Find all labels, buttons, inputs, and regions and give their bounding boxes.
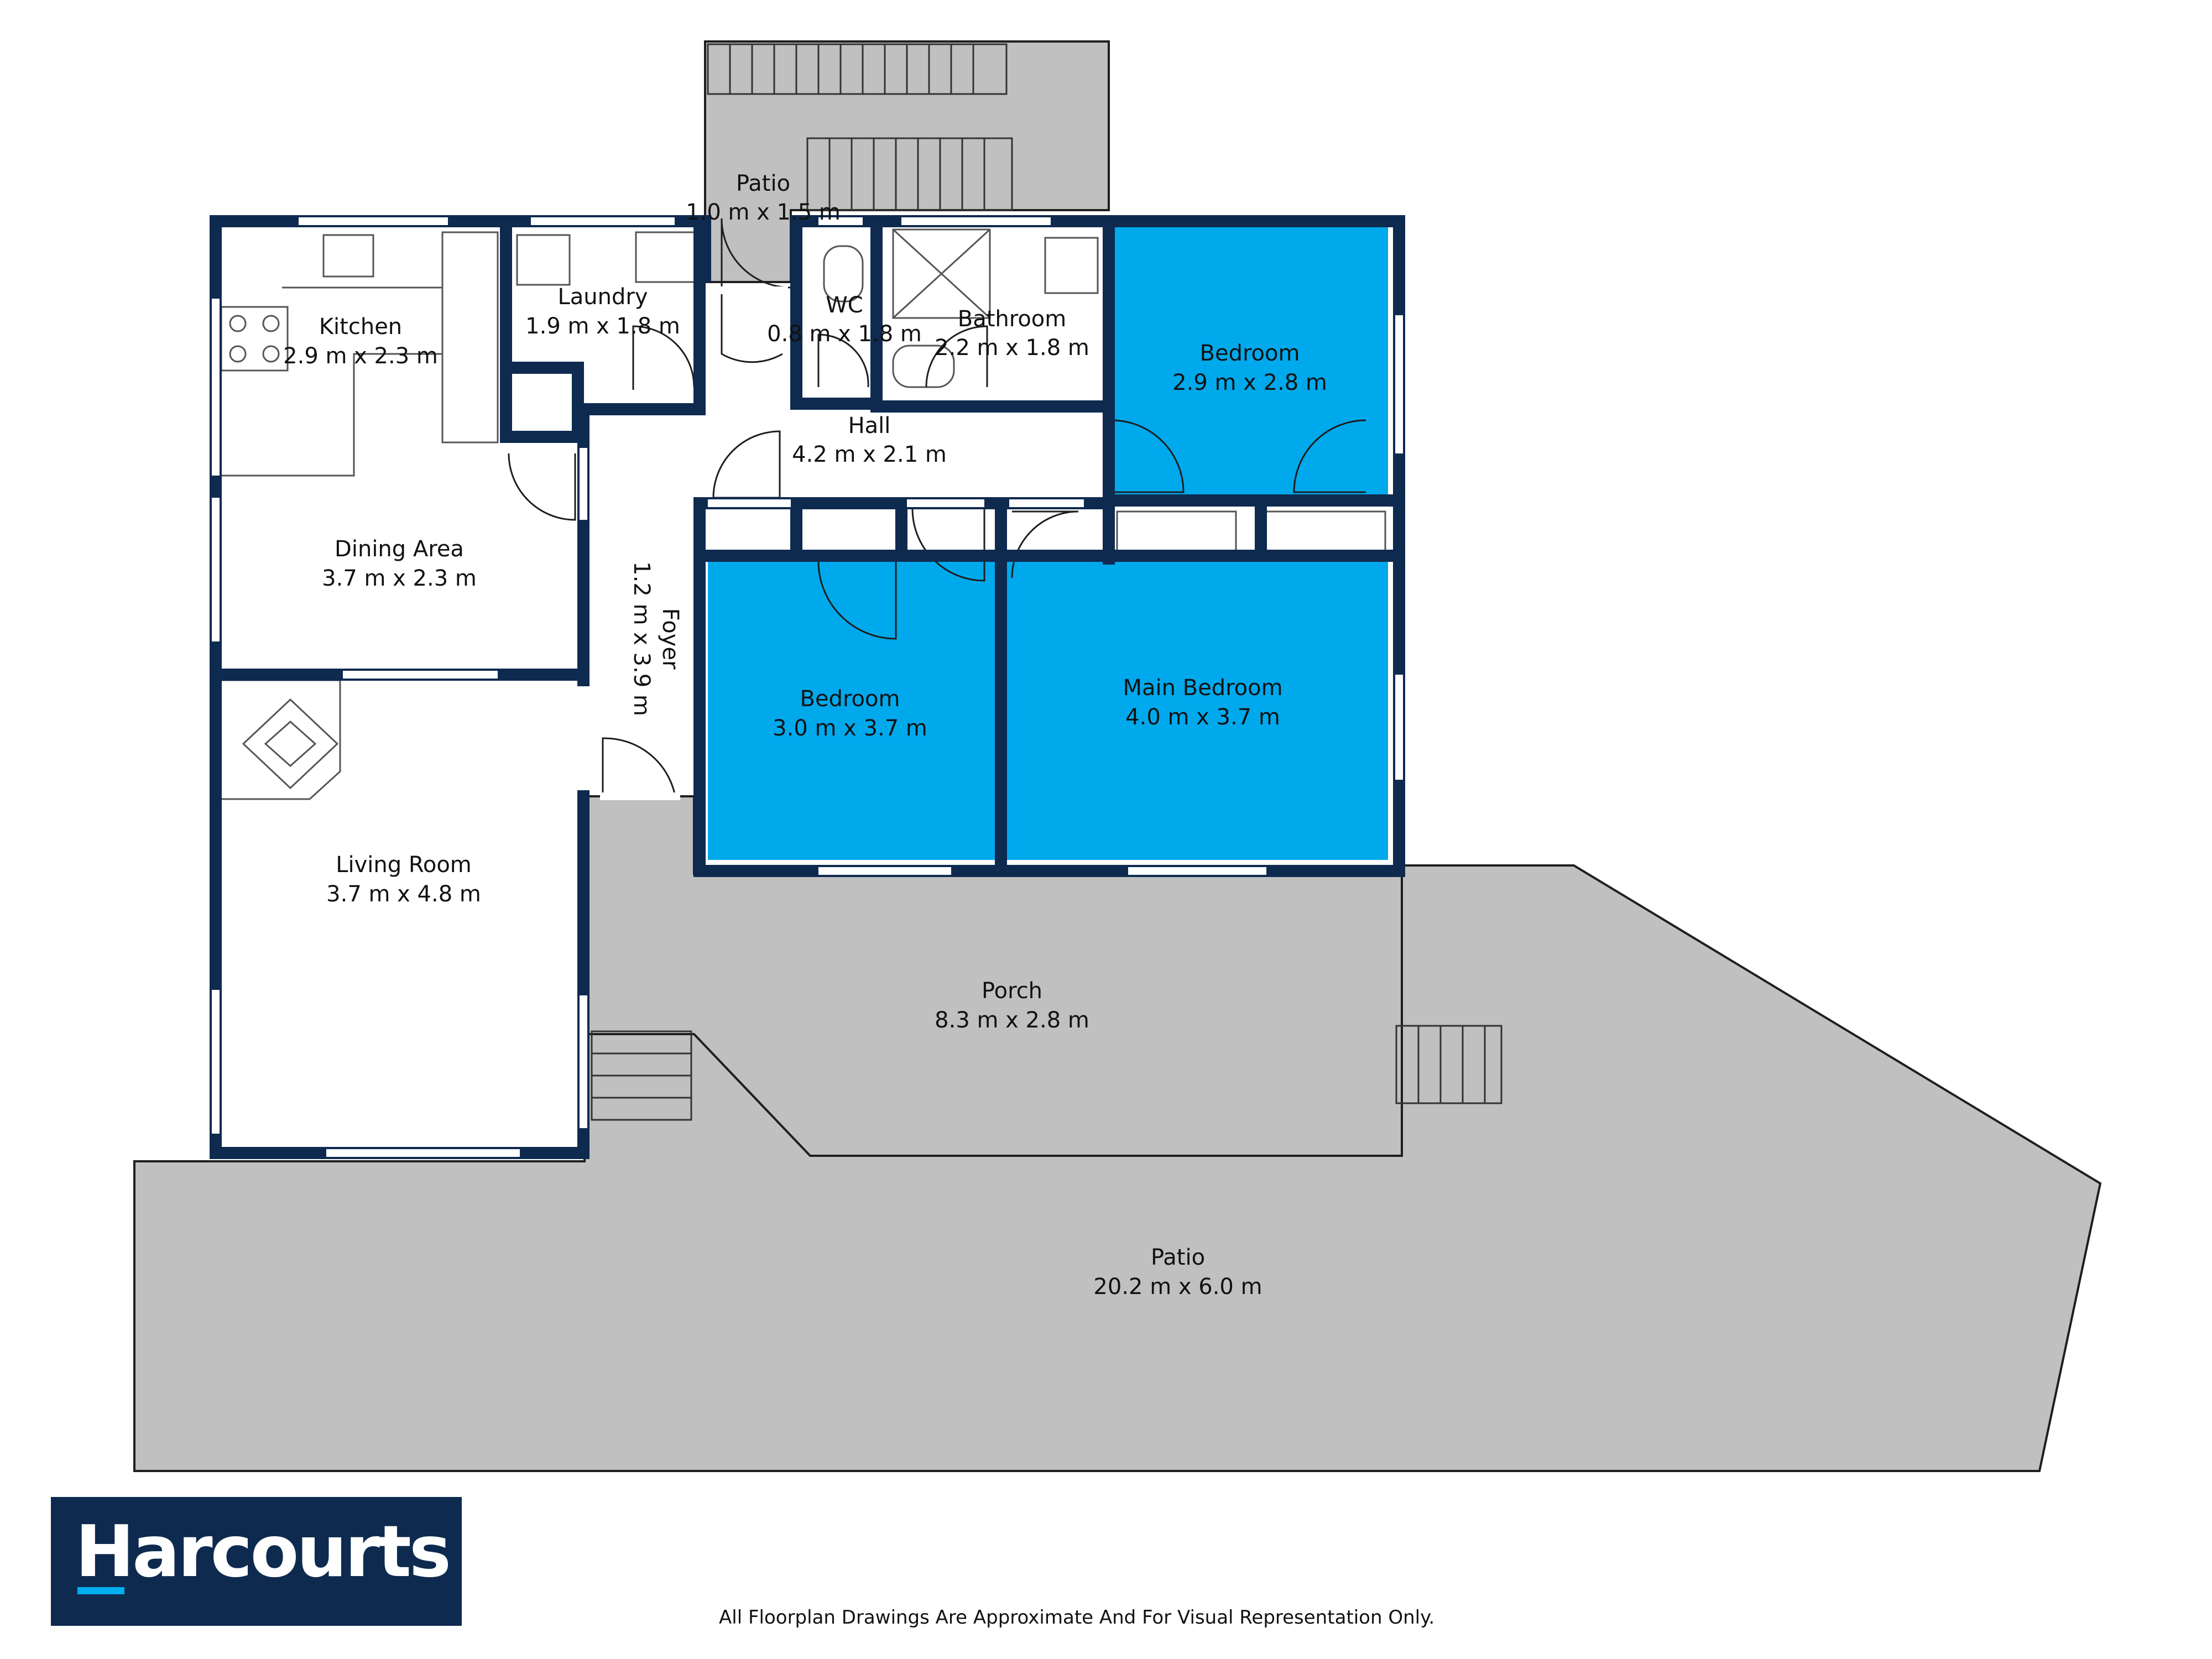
room-dims-hall: 4.2 m x 2.1 m (792, 442, 947, 467)
stairs-top-lower (806, 137, 1013, 211)
door-dining (508, 453, 576, 521)
room-dims-bedroom: 3.0 m x 3.7 m (773, 716, 927, 741)
windows (212, 217, 1403, 1157)
room-dims-laundry: 1.9 m x 1.8 m (525, 314, 680, 339)
room-name-patio-top: Patio (736, 171, 790, 196)
room-name-hall: Hall (848, 413, 891, 439)
room-name-bedroom-ne: Bedroom (1200, 341, 1300, 366)
fridge-icon (441, 231, 499, 444)
outdoor-areas (133, 40, 2102, 1472)
outer-wall-north-east (693, 215, 1405, 877)
room-dims-foyer: 1.2 m x 3.9 m (629, 561, 654, 716)
door-front (602, 737, 676, 794)
door-main-bedroom (1011, 510, 1079, 578)
harcourts-logo: Harcourts (51, 1497, 462, 1626)
fireplace-icon (221, 679, 341, 800)
room-name-main-bedroom: Main Bedroom (1123, 675, 1282, 701)
outer-wall-north (210, 215, 711, 283)
room-labels: Patio 1.0 m x 1.5 m Kitchen 2.9 m x 2.3 … (283, 171, 1327, 1300)
room-name-bedroom: Bedroom (800, 686, 900, 712)
room-dims-patio-large: 20.2 m x 6.0 m (1093, 1274, 1262, 1300)
logo-wordmark: Harcourts (75, 1511, 451, 1593)
bedroom-fill (708, 561, 995, 860)
room-dims-kitchen: 2.9 m x 2.3 m (283, 343, 438, 369)
door-wc (817, 333, 869, 388)
room-name-kitchen: Kitchen (319, 314, 402, 340)
room-dims-bedroom-ne: 2.9 m x 2.8 m (1172, 370, 1327, 395)
door-hall-foyer (712, 430, 781, 499)
wall-pantry (500, 362, 584, 443)
door-bedroom-ne-1 (1111, 419, 1185, 493)
room-name-patio-large: Patio (1151, 1245, 1205, 1270)
laundry-tub-icon (516, 234, 571, 286)
door-bath (925, 325, 988, 388)
door-laundry (632, 325, 695, 390)
toilet-bath-icon (892, 345, 955, 388)
wardrobe-main-icon (1116, 510, 1237, 557)
bath-sink-icon (1044, 237, 1099, 294)
kitchen-bench (221, 286, 444, 477)
stairs (591, 43, 1503, 1121)
room-dims-wc: 0.8 m x 1.8 m (767, 321, 922, 347)
shower-icon (892, 228, 991, 319)
room-dims-porch: 8.3 m x 2.8 m (935, 1008, 1089, 1033)
room-name-laundry: Laundry (557, 284, 648, 310)
door-bedroom (817, 561, 897, 640)
stairs-top (707, 43, 1008, 95)
bedroom-fills (708, 227, 1388, 860)
room-dims-living: 3.7 m x 4.8 m (326, 881, 481, 907)
room-name-foyer: Foyer (658, 608, 683, 670)
room-dims-main-bedroom: 4.0 m x 3.7 m (1125, 705, 1280, 730)
room-name-wc: WC (826, 293, 863, 318)
wardrobe-ne-icon (1262, 510, 1386, 557)
room-name-bathroom: Bathroom (958, 306, 1066, 332)
room-name-dining: Dining Area (335, 536, 464, 562)
toilet-wc-icon (823, 245, 864, 302)
door-bedroom-ne-2 (1293, 419, 1366, 493)
stairs-porch-right (1395, 1025, 1503, 1104)
main-bedroom-fill (1006, 561, 1388, 860)
disclaimer-text: All Floorplan Drawings Are Approximate A… (719, 1606, 1435, 1629)
washer-icon (635, 231, 698, 283)
room-name-living: Living Room (336, 852, 472, 878)
kitchen-sink-icon (322, 234, 374, 278)
door-hall-wc (721, 293, 783, 363)
logo-underline-bar (77, 1587, 124, 1594)
room-dims-dining: 3.7 m x 2.3 m (322, 566, 477, 591)
room-name-porch: Porch (982, 978, 1042, 1004)
door-patio (721, 218, 791, 289)
room-dims-patio-top: 1.0 m x 1.5 m (686, 200, 841, 225)
bedroom-ne-fill (1112, 227, 1388, 498)
room-dims-bathroom: 2.2 m x 1.8 m (935, 335, 1089, 361)
cooktop-icon (220, 306, 289, 372)
